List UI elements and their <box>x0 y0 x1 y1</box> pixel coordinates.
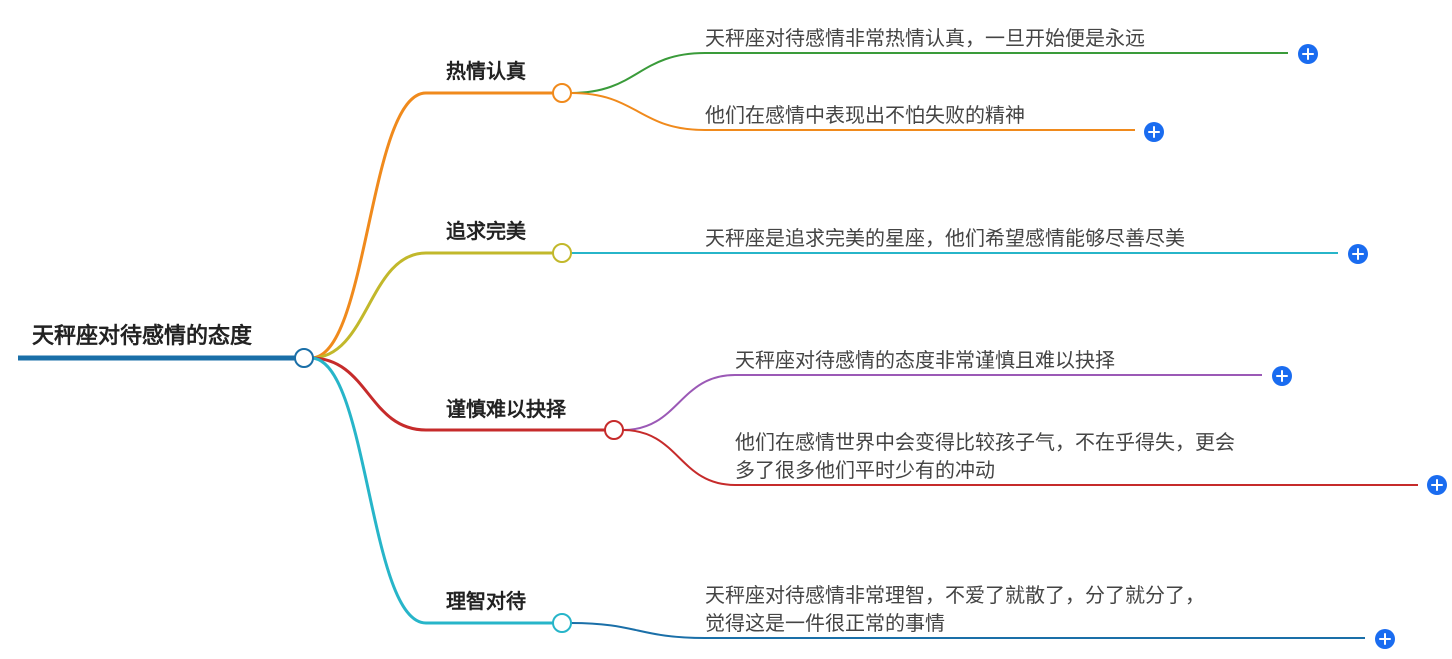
branch-connector-2 <box>310 356 427 432</box>
leaf-connector-2-1 <box>622 429 736 486</box>
leaf-text: 天秤座对待感情非常理智，不爱了就散了，分了就分了， <box>705 583 1205 607</box>
expand-plus-icon[interactable] <box>1375 629 1395 649</box>
branch-node-1[interactable] <box>552 243 572 263</box>
branch-connector-0 <box>310 91 427 360</box>
branch-connector-3 <box>310 356 427 625</box>
leaf-text: 天秤座对待感情的态度非常谨慎且难以抉择 <box>735 348 1115 372</box>
leaf-connector-0-0 <box>570 52 706 94</box>
branch-label-2: 谨慎难以抉择 <box>446 397 567 421</box>
branch-node-3[interactable] <box>552 613 572 633</box>
branch-node-0[interactable] <box>552 83 572 103</box>
expand-plus-icon[interactable] <box>1298 44 1318 64</box>
connectors <box>18 52 1418 639</box>
leaf-text: 天秤座对待感情非常热情认真，一旦开始便是永远 <box>705 26 1145 50</box>
root-label: 天秤座对待感情的态度 <box>32 323 253 349</box>
leaf-text: 天秤座是追求完美的星座，他们希望感情能够尽善尽美 <box>705 226 1185 250</box>
branch-connector-1 <box>310 251 427 360</box>
leaf-text: 他们在感情中表现出不怕失败的精神 <box>705 103 1025 127</box>
branch-label-0: 热情认真 <box>446 59 526 83</box>
expand-plus-icon[interactable] <box>1272 366 1292 386</box>
branch-label-1: 追求完美 <box>446 219 527 243</box>
expand-plus-icon[interactable] <box>1348 244 1368 264</box>
branch-node-2[interactable] <box>604 420 624 440</box>
leaf-connector-0-1 <box>570 92 706 131</box>
root-node[interactable] <box>294 348 314 368</box>
leaf-connector-3-0 <box>570 622 706 639</box>
leaf-text: 觉得这是一件很正常的事情 <box>705 611 945 635</box>
leaf-text: 多了很多他们平时少有的冲动 <box>735 458 995 482</box>
expand-plus-icon[interactable] <box>1427 475 1447 495</box>
leaf-text: 他们在感情世界中会变得比较孩子气，不在乎得失，更会 <box>735 430 1235 454</box>
branch-label-3: 理智对待 <box>446 589 526 613</box>
expand-plus-icon[interactable] <box>1144 122 1164 142</box>
leaf-connector-2-0 <box>622 374 736 431</box>
